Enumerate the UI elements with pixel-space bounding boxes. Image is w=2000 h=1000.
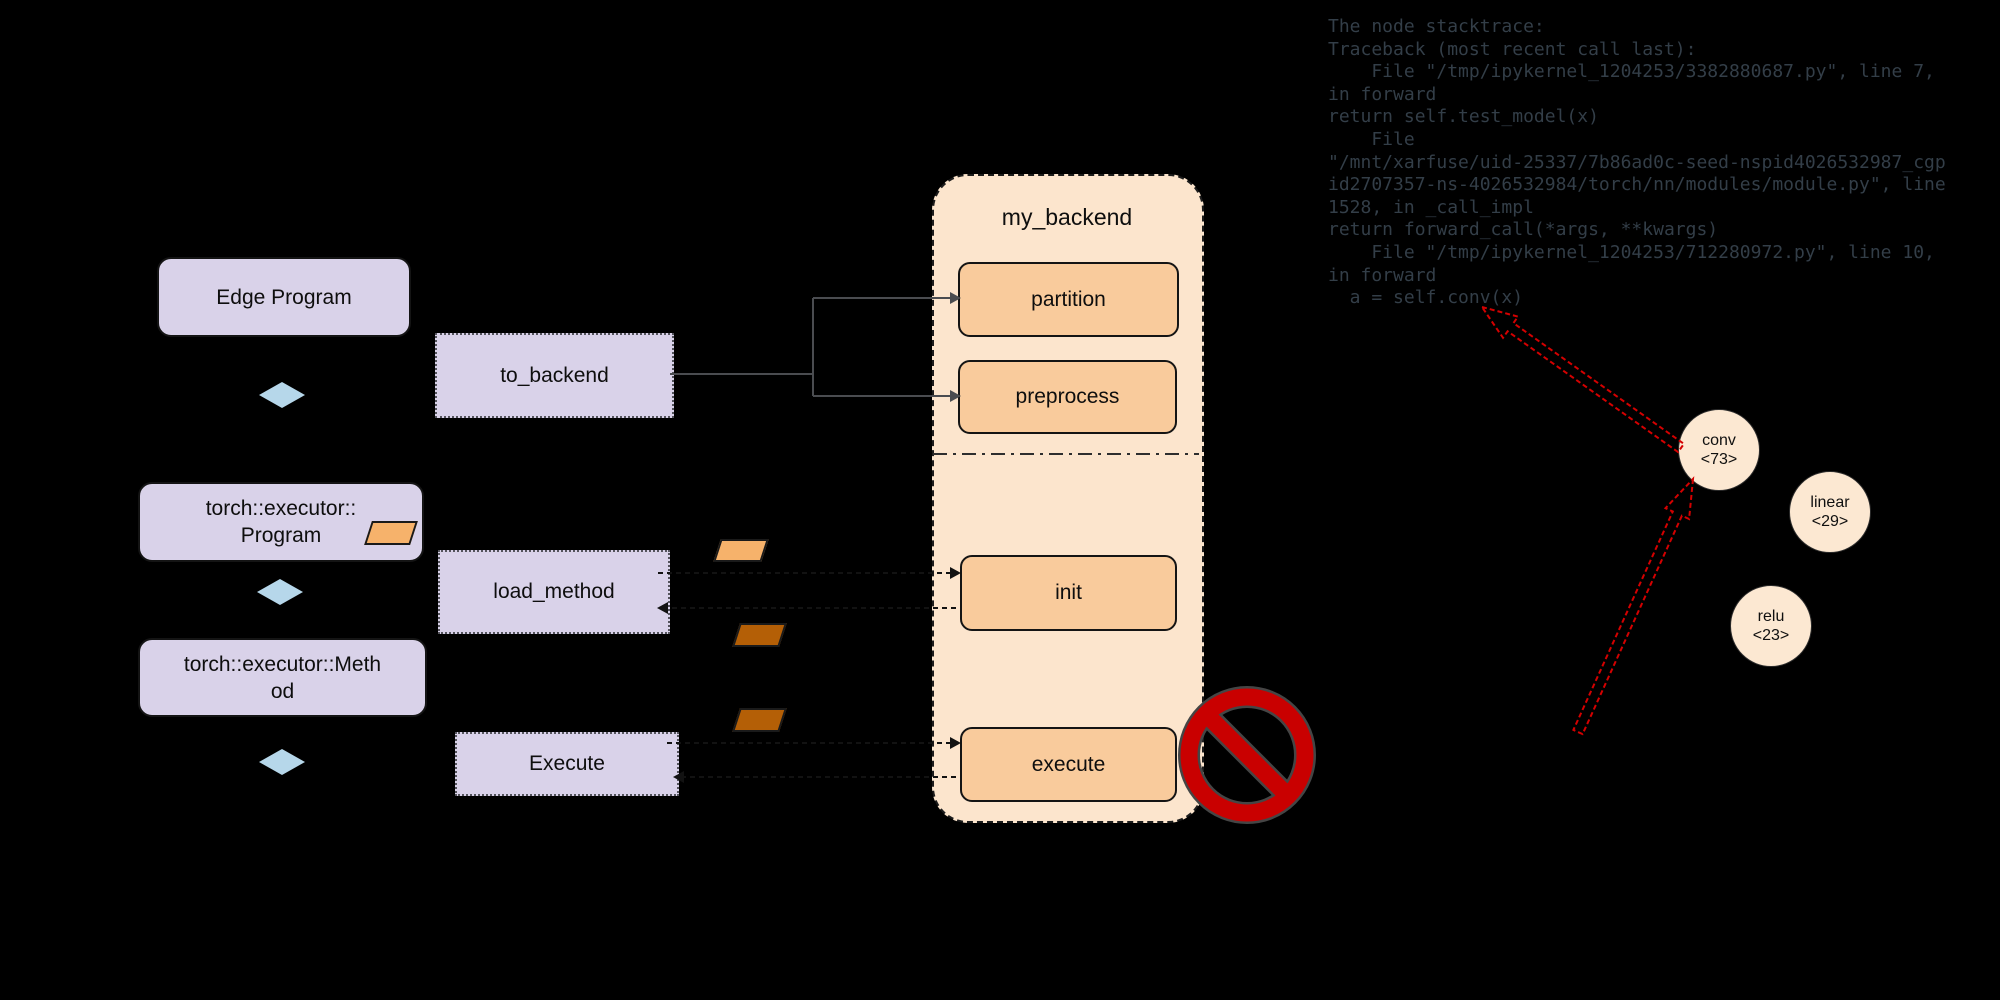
stacktrace-pointer-arrow	[1572, 476, 1695, 736]
backend-title: my_backend	[1001, 204, 1133, 230]
to-backend-connector	[670, 297, 950, 397]
graph-node-relu: relu <23>	[1730, 585, 1812, 667]
partition-box: partition	[958, 262, 1179, 337]
load-method-label: load_method	[493, 580, 615, 603]
preprocess-label: preprocess	[1015, 385, 1120, 408]
graph-node-conv: conv <73>	[1678, 409, 1760, 491]
preprocess-box: preprocess	[958, 360, 1177, 434]
stacktrace-pointer-arrow	[1479, 305, 1686, 454]
dashed-call-return-lines	[658, 572, 956, 778]
method-label-line1: torch::executor::Meth	[183, 652, 382, 676]
to-backend-label: to_backend	[500, 363, 609, 387]
init-label: init	[1055, 581, 1082, 604]
edge-program-label: Edge Program	[216, 285, 352, 309]
node-id: <23>	[1752, 627, 1790, 644]
node-name: relu	[1757, 608, 1785, 625]
composition-diamond-icon	[259, 749, 305, 775]
buffer-parallelogram-light-icon	[713, 539, 769, 562]
init-box: init	[960, 555, 1177, 631]
edge-program-box: Edge Program	[157, 257, 411, 337]
execute-box: execute	[960, 727, 1177, 802]
dashed-arrowhead-icon	[657, 567, 961, 783]
node-id: <29>	[1811, 513, 1849, 530]
composition-diamond-icon	[259, 382, 305, 408]
partition-label: partition	[1031, 287, 1106, 311]
stacktrace-text: The node stacktrace: Traceback (most rec…	[1328, 16, 1946, 309]
to-backend-box: to_backend	[435, 333, 674, 418]
method-box: torch::executor::Meth od	[138, 638, 427, 717]
method-label-line2: od	[270, 679, 295, 703]
execute-call-box: Execute	[455, 732, 679, 796]
graph-node-linear: linear <29>	[1789, 471, 1871, 553]
node-name: linear	[1810, 494, 1850, 511]
program-label-line1: torch::executor::	[205, 497, 357, 520]
execute-label: execute	[1031, 752, 1106, 776]
program-label-line2: Program	[240, 524, 322, 547]
buffer-parallelogram-dark-icon	[732, 708, 787, 732]
buffer-parallelogram-dark-icon	[732, 623, 787, 647]
composition-diamond-icon	[257, 579, 303, 605]
program-buffer-parallelogram-icon	[364, 521, 418, 545]
node-name: conv	[1702, 432, 1736, 449]
no-entry-icon	[1178, 686, 1316, 824]
execute-call-label: Execute	[529, 752, 605, 775]
load-method-box: load_method	[438, 550, 670, 634]
node-id: <73>	[1700, 451, 1738, 468]
